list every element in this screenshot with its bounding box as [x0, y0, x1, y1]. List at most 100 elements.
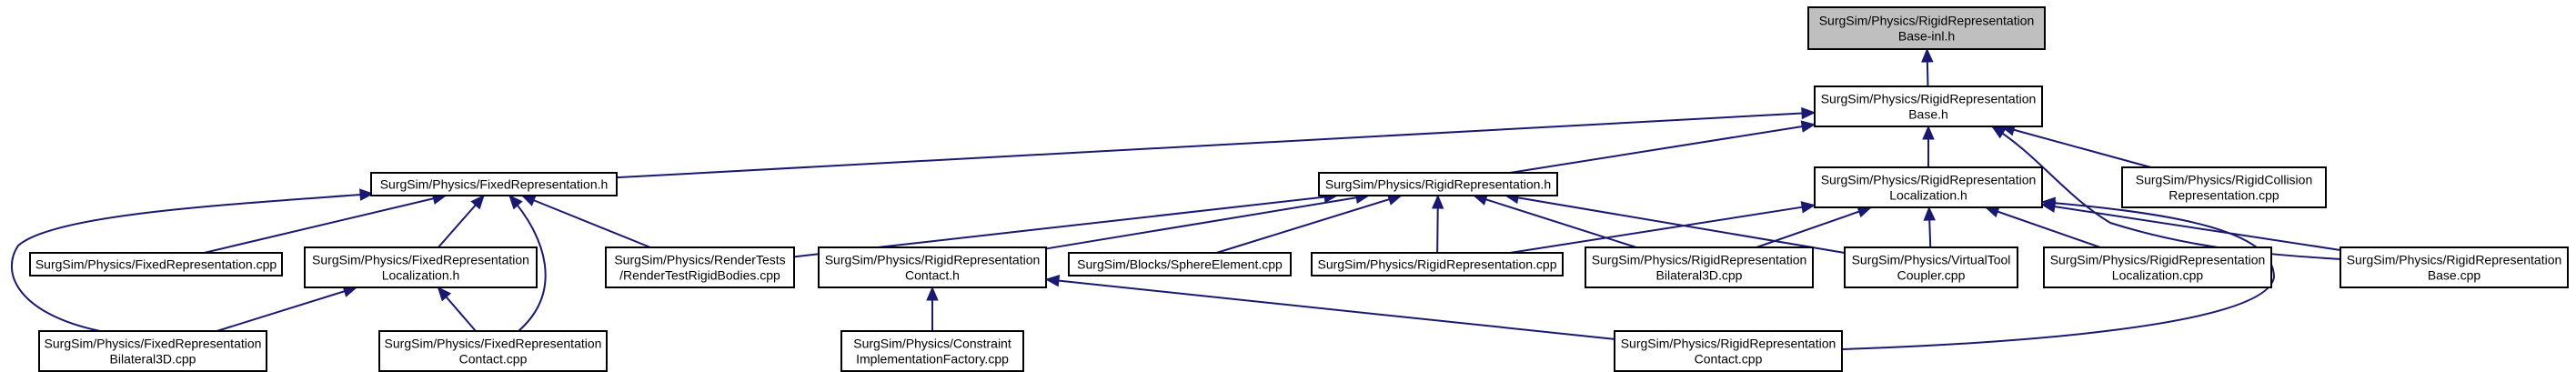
node-label-line: SurgSim/Physics/FixedRepresentation — [312, 253, 529, 267]
node-fr-cpp[interactable]: SurgSim/Physics/FixedRepresentation.cpp — [29, 252, 283, 276]
node-box — [818, 246, 1047, 288]
node-frl-h[interactable]: SurgSim/Physics/FixedRepresentationLocal… — [304, 246, 538, 288]
node-box — [2121, 166, 2327, 208]
edge-fr_h-frl_h-arrowhead — [470, 195, 485, 210]
node-label-line: Coupler.cpp — [1897, 268, 1966, 283]
edge-rrc_h-rrc_cpp — [1045, 278, 1615, 340]
edge-rrb_inl-rrb_h-arrowhead — [1921, 47, 1934, 63]
edge-fr_h-rtrb_cpp-arrowhead — [520, 195, 537, 206]
node-label-line: ImplementationFactory.cpp — [856, 352, 1009, 367]
edge-rr_h-rrb3d_cpp — [1473, 195, 1637, 248]
node-label-line: SurgSim/Physics/RigidRepresentation — [1819, 14, 2035, 28]
node-box — [29, 252, 283, 276]
edge-fr_h-frb3d_cpp-arrowhead — [359, 188, 375, 201]
node-box — [1814, 166, 2043, 208]
edge-fr_h-frc_cpp — [508, 195, 547, 332]
node-rcr-cpp[interactable]: SurgSim/Physics/RigidCollisionRepresenta… — [2121, 166, 2327, 208]
node-label-line: Contact.cpp — [1695, 352, 1763, 367]
node-rrl-h[interactable]: SurgSim/Physics/RigidRepresentationLocal… — [1814, 166, 2043, 208]
edge-rr_h-rr_cpp-arrowhead — [1431, 194, 1444, 209]
node-box — [38, 330, 267, 372]
node-label-line: SurgSim/Physics/RigidCollision — [2136, 173, 2313, 187]
node-label-line: Contact.h — [905, 268, 960, 283]
node-box — [605, 246, 795, 288]
node-label-line: Localization.h — [382, 268, 460, 283]
node-label-line: Contact.cpp — [459, 352, 528, 367]
graph-nodes: SurgSim/Physics/RigidRepresentationBase-… — [29, 6, 2569, 372]
node-box — [1814, 85, 2043, 127]
edge-rrl_h-rrl_cpp — [1985, 206, 2101, 248]
edge-rrl_h-rrc_cpp-arrowhead — [2040, 196, 2057, 209]
node-se-cpp[interactable]: SurgSim/Blocks/SphereElement.cpp — [1068, 252, 1292, 276]
edge-rrb_h-rr_h-arrowhead — [1800, 120, 1816, 133]
node-label-line: Bilateral3D.cpp — [1656, 268, 1743, 283]
node-label-line: Localization.cpp — [2112, 268, 2204, 283]
node-label-line: SurgSim/Physics/RigidRepresentation — [1821, 173, 2037, 187]
node-label-line: SurgSim/Physics/RigidRepresentation.cpp — [1317, 257, 1556, 272]
node-box — [378, 330, 608, 372]
edge-rr_h-vtc_cpp — [1504, 195, 1846, 254]
edge-rrb_h-rrb_cpp-arrowhead — [1990, 126, 2007, 139]
node-label-line: SurgSim/Physics/FixedRepresentation — [385, 337, 602, 351]
edge-rr_h-rrc_h — [1045, 195, 1370, 250]
node-rrb-h[interactable]: SurgSim/Physics/RigidRepresentationBase.… — [1814, 85, 2043, 127]
node-label-line: SurgSim/Physics/RigidRepresentation — [825, 253, 1041, 267]
node-box — [1614, 330, 1843, 372]
node-rrb-inl[interactable]: SurgSim/Physics/RigidRepresentationBase-… — [1807, 6, 2046, 50]
node-rtrb-cpp[interactable]: SurgSim/Physics/RenderTests/RenderTestRi… — [605, 246, 795, 288]
node-label-line: SurgSim/Physics/RigidRepresentation — [1592, 253, 1807, 267]
node-label-line: SurgSim/Physics/RigidRepresentation — [1821, 92, 2037, 106]
node-box — [1585, 246, 1814, 288]
node-box — [1318, 172, 1558, 196]
node-box — [1807, 6, 2046, 50]
node-box — [1844, 246, 2018, 288]
node-label-line: Base.h — [1908, 107, 1948, 122]
node-box — [1068, 252, 1292, 276]
node-label-line: /RenderTestRigidBodies.cpp — [619, 268, 780, 283]
edge-rrb_h-rrl_h-arrowhead — [1922, 125, 1935, 140]
edge-rrb_h-rrb_cpp — [1991, 126, 2341, 260]
node-box — [1311, 252, 1564, 276]
node-rr-cpp[interactable]: SurgSim/Physics/RigidRepresentation.cpp — [1311, 252, 1564, 276]
node-label-line: SurgSim/Blocks/SphereElement.cpp — [1077, 257, 1283, 272]
node-box — [304, 246, 538, 288]
edge-fr_h-frc_cpp-arrowhead — [508, 195, 523, 210]
node-frc-cpp[interactable]: SurgSim/Physics/FixedRepresentationConta… — [378, 330, 608, 372]
edge-frl_h-frc_cpp-arrowhead — [437, 287, 452, 302]
node-label-line: SurgSim/Physics/VirtualTool — [1852, 253, 2011, 267]
node-rrl-cpp[interactable]: SurgSim/Physics/RigidRepresentationLocal… — [2043, 246, 2272, 288]
edge-rrl_h-vtc_cpp-arrowhead — [1923, 206, 1936, 221]
node-rrb-cpp[interactable]: SurgSim/Physics/RigidRepresentationBase.… — [2340, 246, 2569, 288]
node-box — [2340, 246, 2569, 288]
edge-frl_h-frb3d_cpp — [216, 287, 357, 332]
node-rrc-h[interactable]: SurgSim/Physics/RigidRepresentationConta… — [818, 246, 1047, 288]
edge-rrc_h-rrc_cpp-arrowhead — [1044, 274, 1061, 287]
node-label-line: SurgSim/Physics/Constraint — [853, 337, 1011, 351]
edge-rrl_h-rrb3d_cpp — [1756, 206, 1872, 248]
node-frb3d-cpp[interactable]: SurgSim/Physics/FixedRepresentationBilat… — [38, 330, 267, 372]
node-fr-h[interactable]: SurgSim/Physics/FixedRepresentation.h — [370, 172, 618, 196]
edge-rrb_h-rcr_cpp — [2001, 126, 2151, 168]
node-label-line: Localization.h — [1889, 188, 1967, 203]
node-label-line: SurgSim/Physics/RigidRepresentation.h — [1325, 177, 1551, 192]
node-rr-h[interactable]: SurgSim/Physics/RigidRepresentation.h — [1318, 172, 1558, 196]
edge-fr_h-fr_cpp — [204, 195, 447, 254]
edge-rrc_h-cif_cpp-arrowhead — [926, 286, 939, 301]
node-box — [2043, 246, 2272, 288]
edge-fr_h-rtrb_cpp — [521, 195, 651, 248]
node-rrc-cpp[interactable]: SurgSim/Physics/RigidRepresentationConta… — [1614, 330, 1843, 372]
node-label-line: Base-inl.h — [1898, 29, 1955, 44]
node-label-line: SurgSim/Physics/RigidRepresentation — [2347, 253, 2562, 267]
node-cif-cpp[interactable]: SurgSim/Physics/ConstraintImplementation… — [840, 330, 1024, 372]
node-label-line: Base.cpp — [2428, 268, 2481, 283]
node-label-line: Bilateral3D.cpp — [110, 352, 196, 367]
node-box — [370, 172, 618, 196]
edge-rrl_h-rr_cpp-arrowhead — [1800, 201, 1816, 214]
edge-rrb_h-fr_h-arrowhead — [1801, 106, 1816, 120]
edge-rrl_h-rrb_cpp — [2041, 204, 2341, 251]
node-box — [840, 330, 1024, 372]
node-label-line: SurgSim/Physics/FixedRepresentation.h — [380, 177, 609, 192]
node-rrb3d-cpp[interactable]: SurgSim/Physics/RigidRepresentationBilat… — [1585, 246, 1814, 288]
